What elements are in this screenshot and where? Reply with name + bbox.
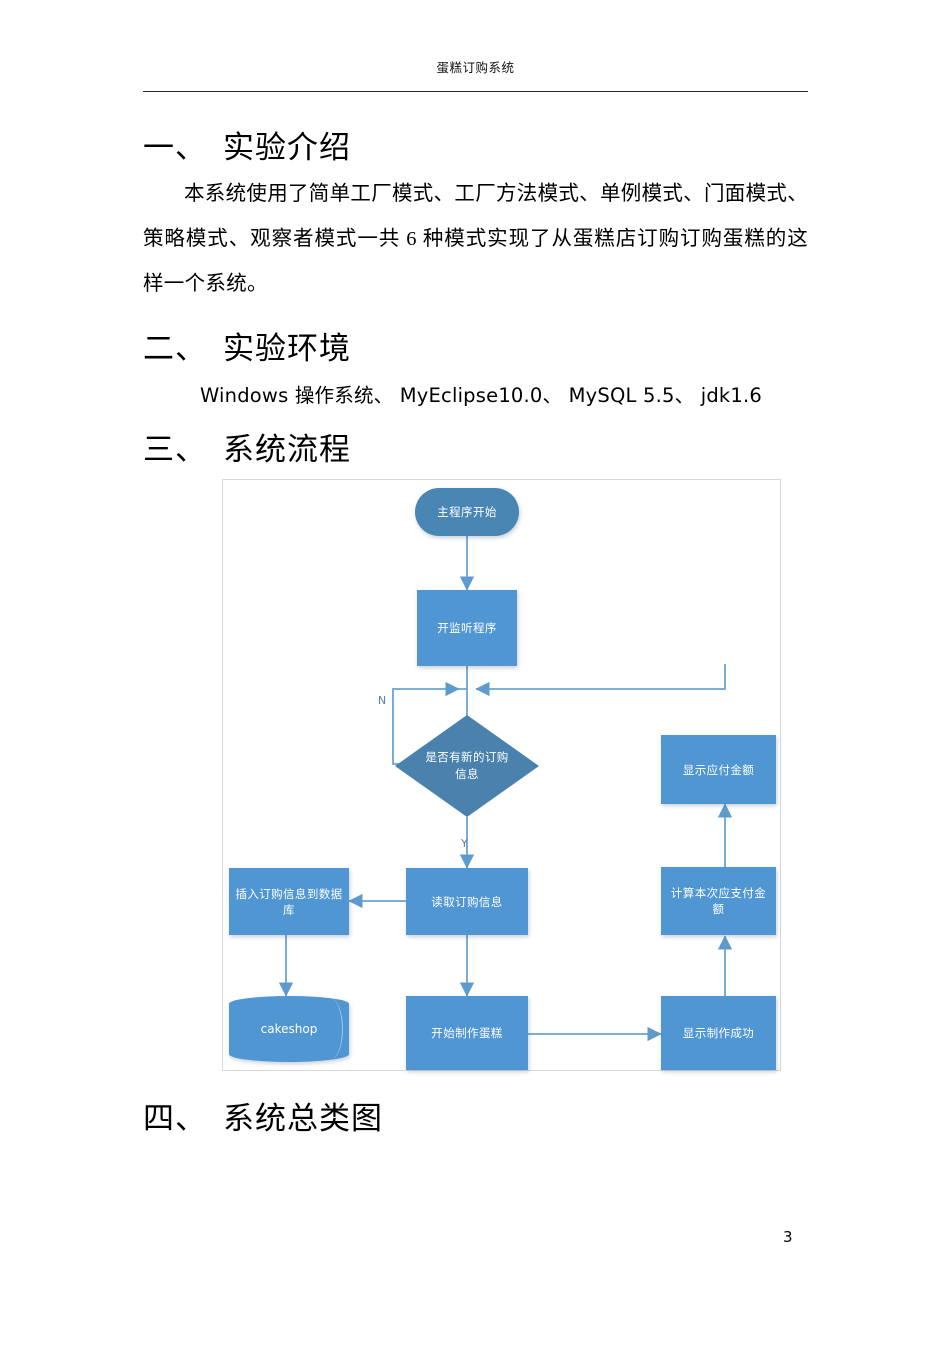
flow-node-show-success[interactable]: 显示制作成功 [661, 996, 776, 1070]
header-divider [143, 91, 808, 92]
flow-node-show-success-label: 显示制作成功 [682, 1026, 755, 1040]
branch-label-no: N [378, 694, 387, 707]
heading-section-1: 一、实验介绍 [143, 122, 351, 167]
flow-node-show-amount-label: 显示应付金额 [682, 762, 755, 777]
flow-node-read-order[interactable]: 读取订购信息 [406, 868, 528, 935]
flow-node-read-order-label: 读取订购信息 [431, 894, 503, 909]
heading-3-title: 系统流程 [223, 432, 351, 467]
heading-4-title: 系统总类图 [223, 1101, 383, 1136]
heading-section-3: 三、系统流程 [143, 424, 351, 469]
flow-node-show-amount[interactable]: 显示应付金额 [661, 735, 776, 804]
heading-1-number: 一、 [143, 130, 207, 165]
paragraph-section-1: 本系统使用了简单工厂模式、工厂方法模式、单例模式、门面模式、策略模式、观察者模式… [143, 183, 808, 295]
flow-node-listener[interactable]: 开监听程序 [417, 590, 517, 666]
flow-node-calc-payment-label: 计算本次应支付金额 [670, 886, 767, 916]
heading-4-number: 四、 [143, 1101, 207, 1136]
flow-node-start-label: 主程序开始 [437, 505, 497, 519]
flow-node-insert-db[interactable]: 插入订购信息到数据库 [229, 868, 349, 935]
running-header-title: 蛋糕订购系统 [436, 60, 515, 75]
database-cylinder-curve [317, 998, 343, 1060]
flow-node-decision[interactable]: 是否有新的订购信息 [395, 715, 539, 817]
heading-section-2: 二、实验环境 [143, 323, 351, 368]
flow-node-calc-payment[interactable]: 计算本次应支付金额 [661, 867, 776, 935]
page-number: 3 [783, 1228, 793, 1246]
heading-section-4: 四、系统总类图 [143, 1093, 383, 1138]
heading-2-number: 二、 [143, 331, 207, 366]
flow-node-decision-label: 是否有新的订购信息 [425, 750, 509, 781]
flow-node-database-label: cakeshop [260, 1022, 318, 1036]
heading-2-title: 实验环境 [223, 331, 351, 366]
flow-node-insert-db-label: 插入订购信息到数据库 [235, 886, 343, 917]
flow-node-listener-label: 开监听程序 [437, 621, 497, 635]
heading-3-number: 三、 [143, 432, 207, 467]
paragraph-section-2: Windows 操作系统、 MyEclipse10.0、 MySQL 5.5、 … [200, 384, 762, 407]
flow-node-make-cake-label: 开始制作蛋糕 [431, 1026, 503, 1040]
heading-1-title: 实验介绍 [223, 130, 351, 165]
flow-node-make-cake[interactable]: 开始制作蛋糕 [406, 996, 528, 1070]
branch-label-yes: Y [461, 837, 469, 850]
flow-node-start[interactable]: 主程序开始 [415, 488, 519, 536]
flowchart-canvas: 主程序开始 开监听程序 是否有新的订购信息 N Y 读取订购信息 插入订购信息到… [223, 480, 780, 1070]
running-header: 蛋糕订购系统 [143, 60, 808, 75]
flow-node-database[interactable]: cakeshop [229, 996, 349, 1062]
system-flowchart: 主程序开始 开监听程序 是否有新的订购信息 N Y 读取订购信息 插入订购信息到… [222, 479, 781, 1071]
